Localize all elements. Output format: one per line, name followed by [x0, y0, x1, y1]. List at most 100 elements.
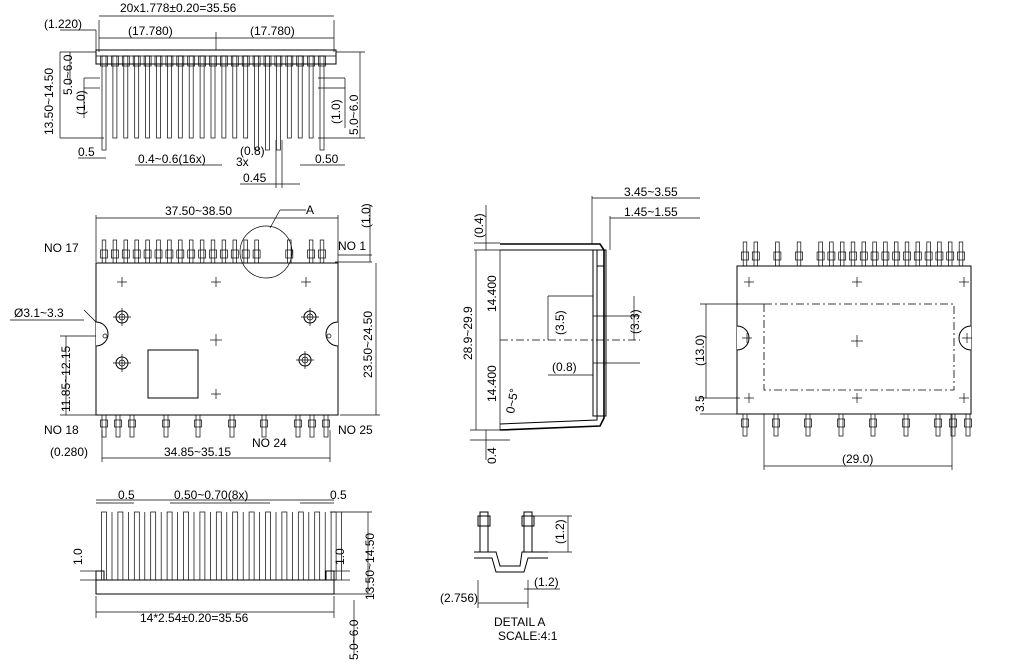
lead-shoulder — [935, 251, 944, 261]
lead-pin — [183, 511, 189, 581]
lead-shoulder — [263, 55, 272, 67]
lead-pin — [123, 55, 129, 139]
lead-pin — [319, 55, 325, 151]
lead-shoulder — [100, 55, 108, 67]
dim-0-8: (0.8) — [240, 144, 265, 158]
lead-shoulder — [913, 251, 922, 261]
lead-pin — [178, 239, 183, 264]
lead-shoulder — [869, 418, 877, 428]
lead-shoulder — [307, 55, 315, 67]
dim-back-13-0: (13.0) — [693, 335, 707, 366]
lead-shoulder — [859, 251, 868, 261]
lead-pin — [243, 239, 248, 264]
dim-side-0-4-top: (0.4) — [472, 213, 486, 238]
dim-front-pitch-total: 14*2.54±0.20=35.56 — [140, 611, 249, 625]
detail-callout-a: A — [306, 203, 314, 217]
dim-detail-1-2-top: (1.2) — [553, 519, 567, 544]
lead-shoulder — [230, 249, 239, 259]
lead-pin — [229, 414, 235, 438]
lead-pin — [903, 413, 909, 437]
lead-pin — [167, 239, 172, 264]
lead-pin — [199, 239, 205, 264]
dim-1-0-left: (1.0) — [74, 90, 88, 115]
lead-shoulder — [294, 419, 302, 428]
lead-shoulder — [198, 55, 206, 67]
lead-shoulder — [741, 251, 749, 261]
dim-front-1-0-right: 1.0 — [333, 548, 347, 565]
lead-pin — [188, 55, 194, 139]
dim-front-0-5-right: 0.5 — [330, 488, 347, 502]
dim-back-3-5: 3.5 — [693, 395, 707, 412]
lead-shoulder — [230, 55, 239, 67]
lead-shoulder — [285, 249, 294, 259]
lead-pin — [248, 511, 255, 581]
dim-half-pitch-left: (17.780) — [128, 24, 173, 38]
lead-shoulder — [252, 55, 261, 67]
lead-shoulder — [114, 419, 122, 428]
lead-pin — [915, 241, 920, 267]
lead-pin — [150, 511, 157, 581]
lead-pin — [308, 239, 314, 264]
lead-shoulder — [751, 251, 760, 261]
dim-hole-height: 11.85~12.15 — [59, 345, 73, 412]
lead-shoulder — [100, 249, 108, 259]
lead-shoulder — [187, 55, 196, 67]
lead-pin — [232, 511, 239, 581]
lead-pin — [861, 241, 866, 267]
lead-pin — [210, 239, 216, 264]
lead-pin — [926, 241, 931, 267]
lead-shoulder — [165, 55, 174, 67]
lead-shoulder — [949, 418, 957, 428]
detail-title: DETAIL A — [494, 615, 545, 629]
lead-pin — [742, 413, 748, 437]
lead-shoulder — [121, 249, 130, 259]
lead-pin — [117, 511, 124, 581]
lead-shoulder — [307, 249, 315, 259]
dim-front-lead-8x: 0.50~0.70(8x) — [174, 488, 248, 502]
lead-shoulder — [308, 419, 316, 428]
lead-pin — [773, 413, 779, 437]
lead-pin — [112, 55, 118, 139]
lead-pin — [314, 511, 321, 581]
lead-shoulder — [795, 251, 803, 261]
lead-pin — [221, 239, 227, 264]
lead-pin — [796, 241, 802, 267]
dim-back-29-0: (29.0) — [842, 452, 873, 466]
dim-side-1-45: 1.45~1.55 — [624, 205, 678, 219]
lead-shoulder — [964, 418, 972, 428]
lead-pin — [950, 413, 956, 437]
lead-shoulder — [870, 251, 879, 261]
dim-side-0-4-bottom: 0.4 — [485, 447, 499, 464]
pin-label-24: NO 24 — [252, 436, 287, 450]
dim-side-3-5: (3.5) — [553, 310, 567, 335]
lead-pin — [937, 241, 942, 267]
lead-pin — [101, 55, 107, 151]
lead-pin — [101, 414, 107, 438]
lead-pin — [167, 55, 172, 139]
lead-pin — [134, 239, 139, 264]
lead-pin — [265, 55, 270, 151]
dim-side-height: 28.9~29.9 — [461, 306, 475, 360]
lead-pin — [123, 239, 128, 264]
lead-pin — [101, 511, 107, 581]
lead-shoulder — [176, 249, 185, 259]
lead-pin — [818, 241, 823, 267]
lead-shoulder — [924, 251, 933, 261]
pin-label-18: NO 18 — [44, 423, 79, 437]
lead-pin — [221, 55, 227, 139]
lead-pin — [330, 511, 337, 581]
lead-shoulder — [741, 418, 749, 428]
lead-shoulder — [957, 251, 965, 261]
lead-pin — [177, 55, 183, 139]
lead-pin — [742, 241, 748, 267]
dim-pitch-total: 20x1.778±0.20=35.56 — [120, 1, 237, 15]
lead-shoulder — [274, 55, 283, 67]
dim-0-50-right: 0.50 — [315, 152, 339, 166]
lead-pin — [199, 511, 206, 581]
pin-label-17: NO 17 — [44, 241, 79, 255]
lead-pin — [189, 239, 194, 264]
lead-shoulder — [143, 55, 152, 67]
bottom-view: 0.5 0.50~0.70(8x) 0.5 1.0 1.0 13.50~14.5… — [71, 488, 377, 660]
lead-pin — [156, 55, 161, 139]
front-view: 37.50~38.50 A (1.0) NO 17 NO 1 Ø3.1~3.3 … — [10, 203, 380, 462]
